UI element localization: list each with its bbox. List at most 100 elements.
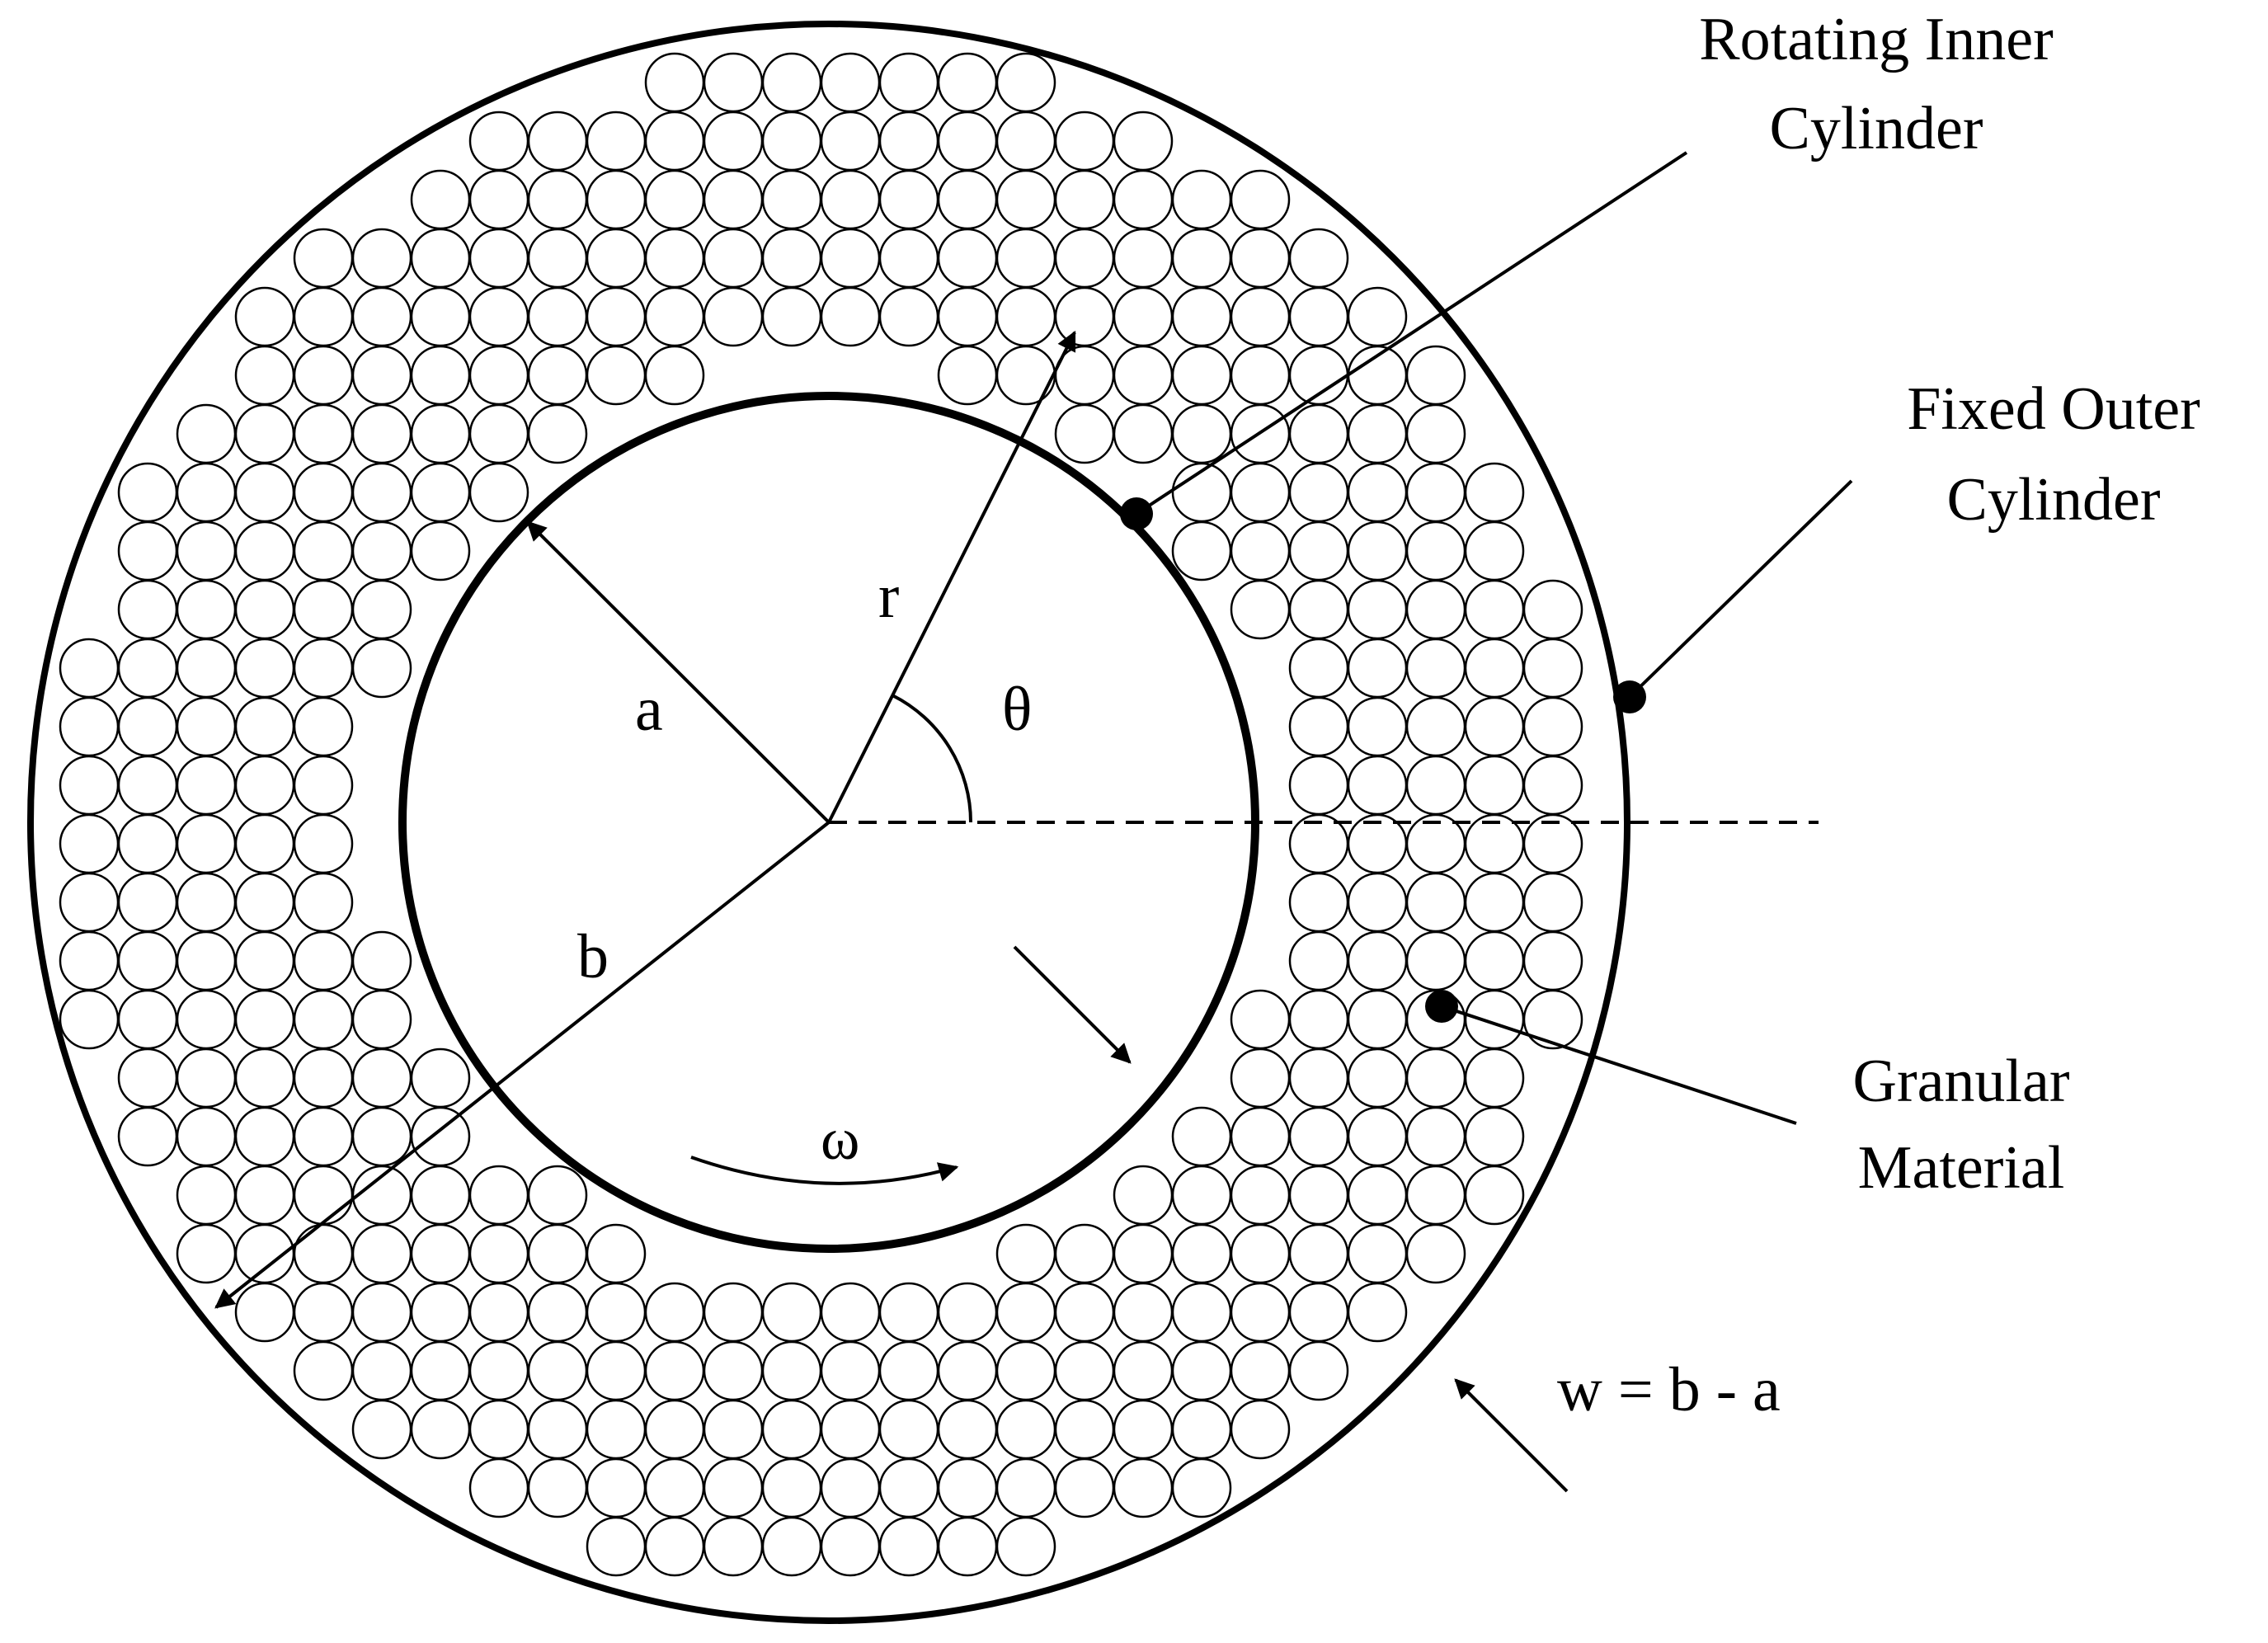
granular-particle: [293, 462, 354, 523]
granular-particle: [527, 403, 588, 464]
granular-particle: [1522, 930, 1583, 991]
granular-particle: [1054, 286, 1115, 347]
granular-particle: [1288, 520, 1349, 581]
granular-particle: [234, 403, 295, 464]
granular-particle: [1347, 1282, 1408, 1343]
granular-particle: [117, 755, 178, 816]
granular-particle: [820, 1516, 881, 1577]
granular-particle: [1405, 696, 1466, 757]
granular-particle: [820, 228, 881, 289]
granular-particle: [1288, 286, 1349, 347]
granular-particle: [293, 1282, 354, 1343]
granular-particle: [878, 1340, 939, 1401]
granular-particle: [468, 1399, 529, 1460]
granular-particle: [468, 1457, 529, 1518]
granular-particle: [1405, 520, 1466, 581]
granular-particle: [1288, 638, 1349, 699]
granular-particle: [1230, 1399, 1291, 1460]
granular-particle: [1230, 228, 1291, 289]
granular-particle: [1464, 755, 1525, 816]
granular-particle: [1230, 345, 1291, 406]
granular-particle: [527, 1457, 588, 1518]
granular-particle: [1113, 1165, 1174, 1226]
granular-particle: [644, 111, 705, 172]
granular-particle: [1288, 1223, 1349, 1284]
granular-particle: [410, 403, 471, 464]
label-granular-line1: Granular: [1853, 1047, 2070, 1115]
granular-particle: [937, 1340, 998, 1401]
granular-particle: [995, 1282, 1056, 1343]
granular-particle: [644, 1340, 705, 1401]
granular-particle: [1347, 638, 1408, 699]
granular-particle: [1054, 1457, 1115, 1518]
width-arrow-inner: [1013, 945, 1132, 1064]
granular-particle: [527, 1223, 588, 1284]
granular-particle: [468, 462, 529, 523]
granular-particle: [761, 1399, 822, 1460]
granular-particle: [1464, 520, 1525, 581]
granular-particle: [995, 345, 1056, 406]
granular-particle: [410, 286, 471, 347]
granular-particle: [176, 872, 237, 933]
granular-particle: [878, 1457, 939, 1518]
granular-particle: [1405, 872, 1466, 933]
granular-particle: [1171, 1340, 1232, 1401]
granular-particle: [703, 228, 764, 289]
granular-particle: [234, 1282, 295, 1343]
granular-particle: [1347, 1165, 1408, 1226]
granular-particle: [995, 169, 1056, 230]
granular-particle: [1464, 930, 1525, 991]
granular-particle: [527, 111, 588, 172]
granular-particle: [1230, 286, 1291, 347]
granular-particle: [937, 169, 998, 230]
granular-particle: [293, 1223, 354, 1284]
granular-particle: [234, 520, 295, 581]
granular-particle: [234, 696, 295, 757]
granular-particle: [1288, 930, 1349, 991]
granular-particle: [995, 52, 1056, 113]
granular-particle: [1054, 1399, 1115, 1460]
granular-particle: [1113, 228, 1174, 289]
granular-particle: [1230, 1106, 1291, 1167]
rotating-cylinder-leader-dot: [1120, 497, 1153, 530]
granular-particle: [351, 1340, 412, 1401]
symbol-a: a: [635, 675, 663, 744]
granular-particle: [1464, 579, 1525, 640]
granular-particle: [1113, 111, 1174, 172]
granular-particle: [1347, 579, 1408, 640]
theta-angle-arc: [892, 694, 973, 823]
granular-particle: [527, 1165, 588, 1226]
granular-particle: [293, 520, 354, 581]
granular-particle: [644, 345, 705, 406]
granular-particle: [1230, 462, 1291, 523]
granular-particle: [234, 345, 295, 406]
granular-particles: [59, 52, 1583, 1577]
radius-r-arrow: [827, 330, 1076, 823]
granular-particle: [234, 813, 295, 874]
granular-particle: [117, 462, 178, 523]
granular-particle: [234, 579, 295, 640]
granular-particle: [1522, 989, 1583, 1050]
granular-particle: [1522, 579, 1583, 640]
granular-particle: [293, 579, 354, 640]
granular-particle: [937, 52, 998, 113]
granular-particle: [1288, 872, 1349, 933]
granular-particle: [586, 1282, 647, 1343]
granular-particle: [234, 1106, 295, 1167]
granular-particle: [117, 989, 178, 1050]
granular-particle: [351, 579, 412, 640]
granular-particle: [878, 1282, 939, 1343]
granular-particle: [1113, 286, 1174, 347]
granular-particle: [1347, 1047, 1408, 1109]
granular-particle: [1230, 520, 1291, 581]
granular-particle: [176, 520, 237, 581]
granular-particle: [351, 930, 412, 991]
granular-particle: [1054, 1340, 1115, 1401]
granular-particle: [59, 872, 120, 933]
granular-particle: [586, 1399, 647, 1460]
label-rotating-inner-line2: Cylinder: [1770, 95, 1983, 162]
granular-particle: [1405, 638, 1466, 699]
granular-particle: [1288, 228, 1349, 289]
granular-particle: [410, 1047, 471, 1109]
